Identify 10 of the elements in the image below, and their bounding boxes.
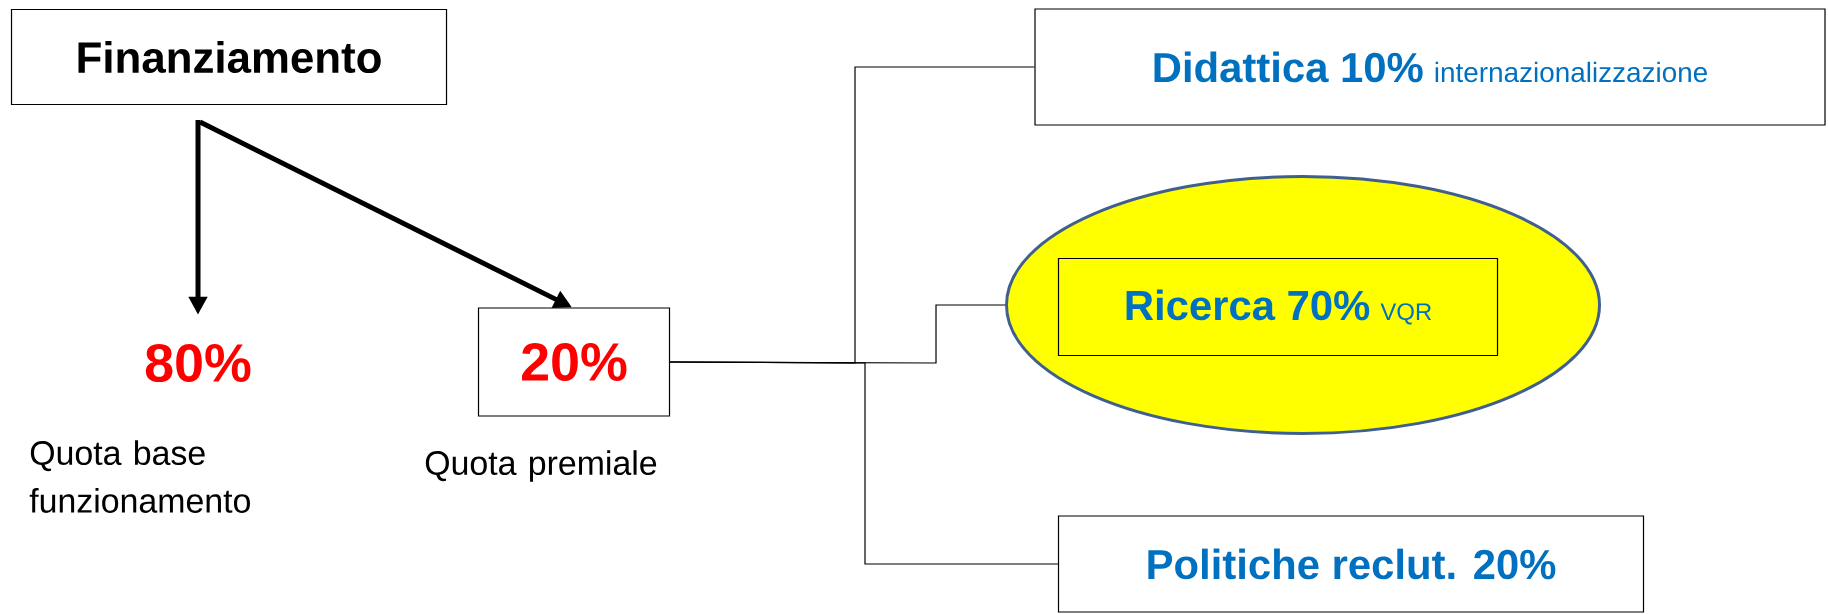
text-box: Politiche reclut. 20% xyxy=(1057,515,1645,613)
percentage-label: 80% xyxy=(145,343,251,383)
text-box: Ricerca 70% VQR xyxy=(1057,257,1499,357)
node-label: Quota premiale xyxy=(425,450,657,482)
connector-line xyxy=(669,361,1059,565)
text-box: Didattica 10% internazionalizzazione xyxy=(1034,8,1826,126)
text-box: 20% xyxy=(477,307,671,417)
node-label: Quota base funzionamento xyxy=(29,440,250,513)
highlight-ellipse xyxy=(1005,175,1601,435)
text-box: Finanziamento xyxy=(10,8,448,106)
